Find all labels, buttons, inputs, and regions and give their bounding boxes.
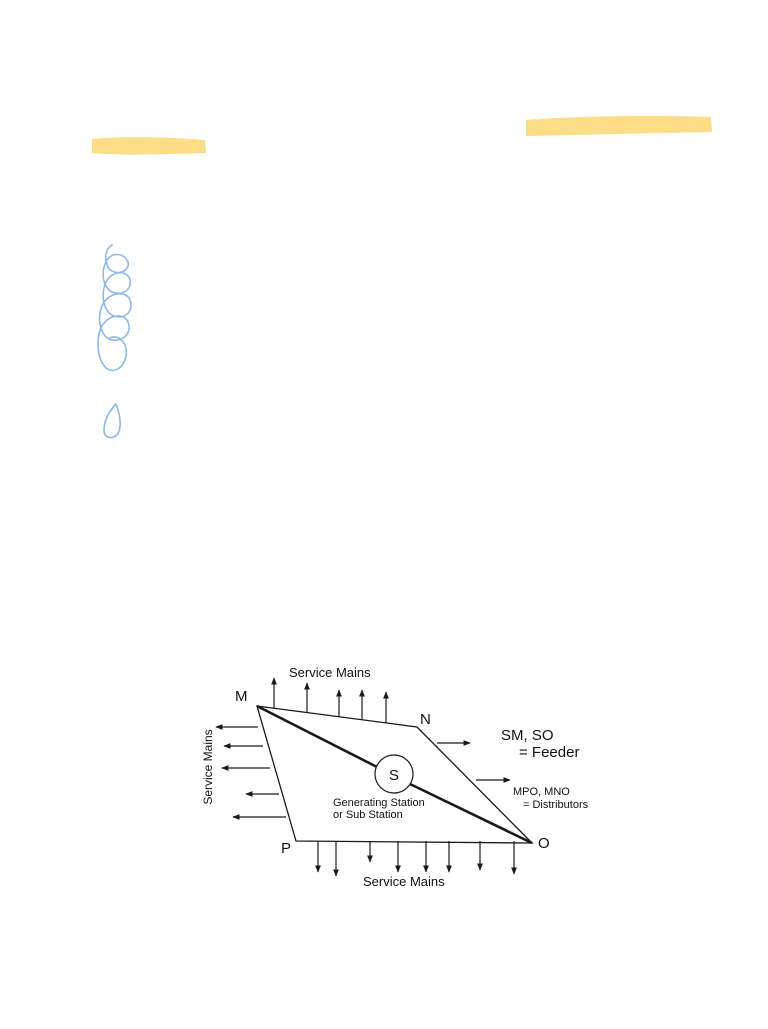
feeder-line-so <box>409 782 533 845</box>
station-caption-line1: Generating Station <box>333 797 425 809</box>
node-label-o: O <box>538 835 550 852</box>
pen-scribble-upper <box>97 244 132 372</box>
distributor-label-line2: = Distributors <box>523 799 589 811</box>
node-label-m: M <box>235 688 248 705</box>
feeder-label-line1: SM, SO <box>501 727 554 744</box>
service-mains-label-top: Service Mains <box>289 665 371 680</box>
distributor-label-line1: MPO, MNO <box>513 786 570 798</box>
service-mains-label-left: Service Mains <box>201 729 215 804</box>
feeder-label-line2: = Feeder <box>519 744 579 761</box>
highlight-stroke-right <box>526 116 712 136</box>
station-caption-line2: or Sub Station <box>333 809 403 821</box>
feeder-line-sm <box>256 704 378 769</box>
station-circle <box>374 754 414 794</box>
station-label-s: S <box>389 767 399 784</box>
service-mains-arrows-top <box>271 677 389 723</box>
distribution-diagram: S M N O P <box>201 665 589 889</box>
feeder-arrows-right <box>437 740 511 783</box>
pen-scribble-group <box>97 244 132 439</box>
service-mains-arrows-bottom <box>315 841 517 877</box>
pen-scribble-lower <box>103 403 121 439</box>
node-label-n: N <box>420 711 431 728</box>
node-label-p: P <box>281 840 291 857</box>
highlight-stroke-left <box>92 137 206 155</box>
service-mains-arrows-left <box>215 724 286 820</box>
service-mains-label-bottom: Service Mains <box>363 874 445 889</box>
